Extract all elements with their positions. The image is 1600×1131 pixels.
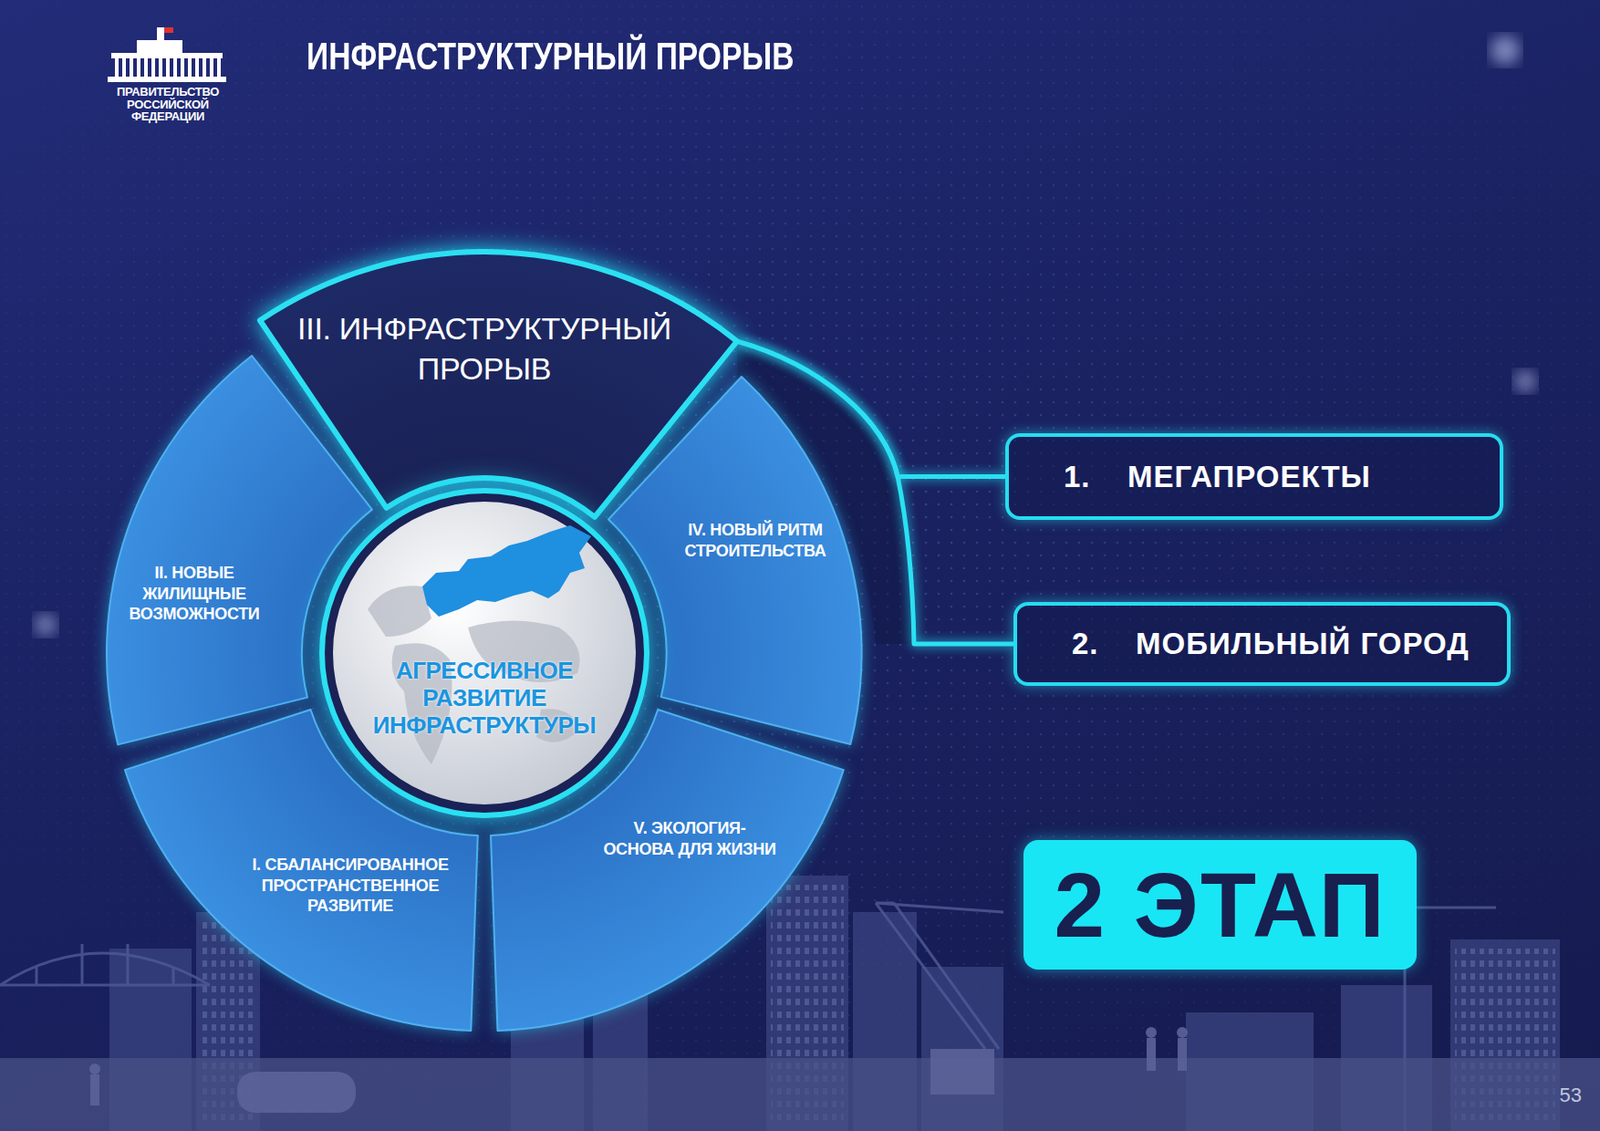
segment-shape: [608, 376, 863, 745]
item-label: МЕГАПРОЕКТЫ: [1127, 459, 1372, 495]
segment-outline: [124, 709, 478, 1031]
russia-map: [422, 525, 592, 617]
page-number: 53: [1559, 1083, 1582, 1108]
globe-circle: АГРЕССИВНОЕ РАЗВИТИЕ ИНФРАСТРУКТУРЫ: [331, 499, 638, 807]
segment-label: I. СБАЛАНСИРОВАННОЕ ПРОСТРАНСТВЕННОЕ РАЗ…: [242, 854, 458, 917]
stage-label: 2 ЭТАП: [1053, 852, 1386, 958]
ring-segment: IV. НОВЫЙ РИТМ СТРОИТЕЛЬСТВА: [608, 376, 863, 745]
item-number: 1.: [1063, 459, 1128, 495]
item-number: 2.: [1071, 626, 1136, 662]
segment-label: V. ЭКОЛОГИЯ- ОСНОВА ДЛЯ ЖИЗНИ: [598, 818, 781, 860]
globe-label: АГРЕССИВНОЕ РАЗВИТИЕ ИНФРАСТРУКТУРЫ: [352, 657, 617, 740]
segment-label: III. ИНФРАСТРУКТУРНЫЙ ПРОРЫВ: [265, 308, 704, 389]
subitem-box: 1.МЕГАПРОЕКТЫ: [1005, 433, 1504, 520]
continent: [367, 585, 432, 637]
page-title: ИНФРАСТРУКТУРНЫЙ ПРОРЫВ: [306, 34, 794, 79]
logo-caption: ПРАВИТЕЛЬСТВО РОССИЙСКОЙ ФЕДЕРАЦИИ: [102, 85, 234, 124]
globe-body: [332, 501, 636, 805]
segment-outline: [608, 376, 863, 745]
stage-badge: 2 ЭТАП: [1023, 840, 1417, 970]
segment-label: IV. НОВЫЙ РИТМ СТРОИТЕЛЬСТВА: [673, 519, 838, 562]
segment-outline: [490, 709, 844, 1031]
globe-ring: [322, 490, 647, 816]
segment-shape: [490, 709, 844, 1031]
ring-segment: V. ЭКОЛОГИЯ- ОСНОВА ДЛЯ ЖИЗНИ: [490, 709, 844, 1031]
globe-shape: [331, 499, 638, 807]
item-label: МОБИЛЬНЫЙ ГОРОД: [1135, 626, 1470, 662]
government-logo: [107, 27, 227, 83]
ring-segment: I. СБАЛАНСИРОВАННОЕ ПРОСТРАНСТВЕННОЕ РАЗ…: [124, 709, 478, 1031]
segment-label: II. НОВЫЕ ЖИЛИЩНЫЕ ВОЗМОЖНОСТИ: [119, 562, 271, 625]
subitem-box: 2.МОБИЛЬНЫЙ ГОРОД: [1013, 602, 1511, 686]
